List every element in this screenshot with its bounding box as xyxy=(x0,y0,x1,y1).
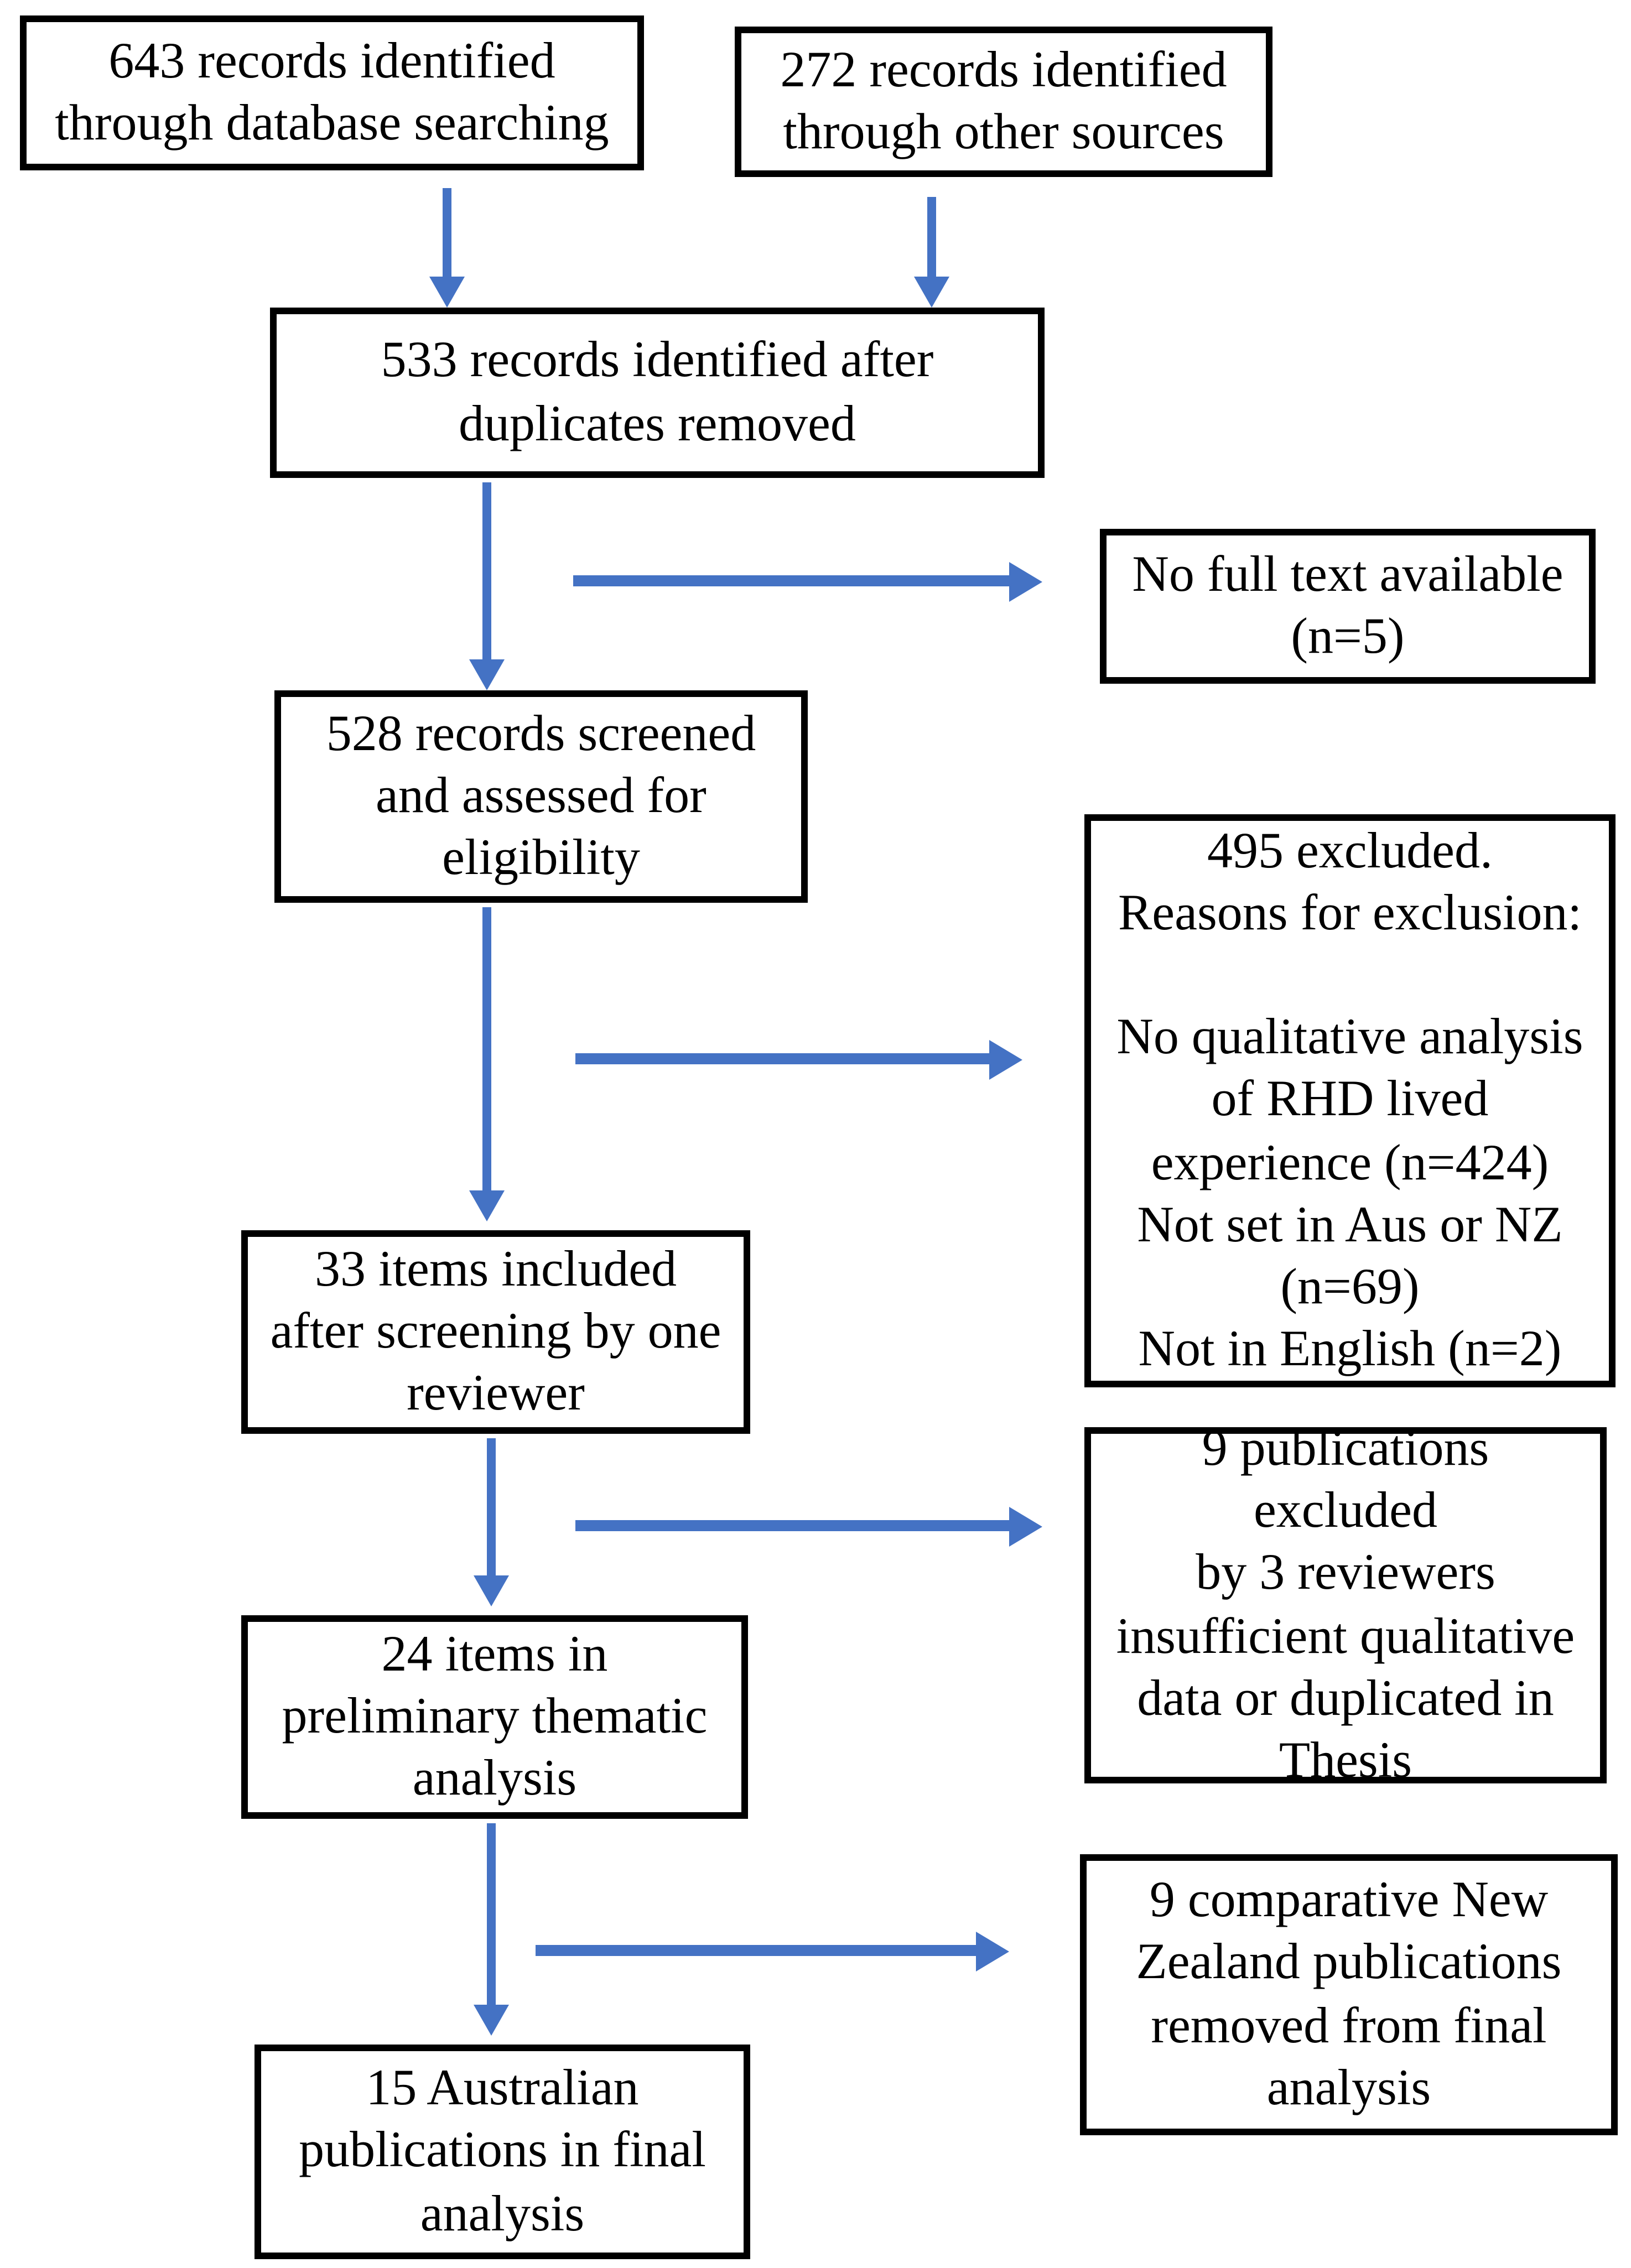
arrow-line xyxy=(575,1520,1011,1531)
arrow-line xyxy=(487,1823,496,2009)
arrow-line xyxy=(573,575,1011,586)
box-no-full-text: No full text available (n=5) xyxy=(1100,529,1596,684)
box-records-other-sources: 272 records identified through other sou… xyxy=(735,27,1272,177)
arrow-line xyxy=(482,907,491,1195)
box-preliminary-thematic-analysis: 24 items in preliminary thematic analysi… xyxy=(241,1615,748,1819)
arrow-line xyxy=(575,1053,991,1064)
arrow-down-head xyxy=(469,659,505,690)
arrow-down-head xyxy=(914,277,949,308)
arrow-right-head xyxy=(1009,1507,1042,1547)
arrow-right-head xyxy=(989,1040,1022,1080)
arrow-line xyxy=(482,482,491,664)
arrow-down-head xyxy=(469,1190,505,1221)
box-after-duplicates-removed: 533 records identified after duplicates … xyxy=(270,308,1045,478)
arrow-down-head xyxy=(474,1575,509,1606)
box-nz-publications-removed: 9 comparative New Zealand publications r… xyxy=(1080,1854,1618,2135)
box-records-screened: 528 records screened and assessed for el… xyxy=(274,690,808,903)
arrow-line xyxy=(443,188,451,281)
arrow-down-head xyxy=(474,2005,509,2036)
arrow-right-head xyxy=(1009,562,1042,602)
box-records-database-searching: 643 records identified through database … xyxy=(20,15,644,170)
box-publications-excluded-reviewers: 9 publications excluded by 3 reviewers i… xyxy=(1084,1421,1607,1787)
arrow-right-head xyxy=(976,1932,1009,1972)
box-items-included-screening: 33 items included after screening by one… xyxy=(241,1230,750,1434)
arrow-line xyxy=(927,197,936,281)
arrow-line xyxy=(487,1438,496,1580)
box-australian-final-analysis: 15 Australian publications in final anal… xyxy=(254,2045,750,2259)
arrow-line xyxy=(536,1945,978,1956)
arrow-down-head xyxy=(429,277,465,308)
box-excluded-reasons: 495 excluded. Reasons for exclusion: No … xyxy=(1084,814,1616,1387)
